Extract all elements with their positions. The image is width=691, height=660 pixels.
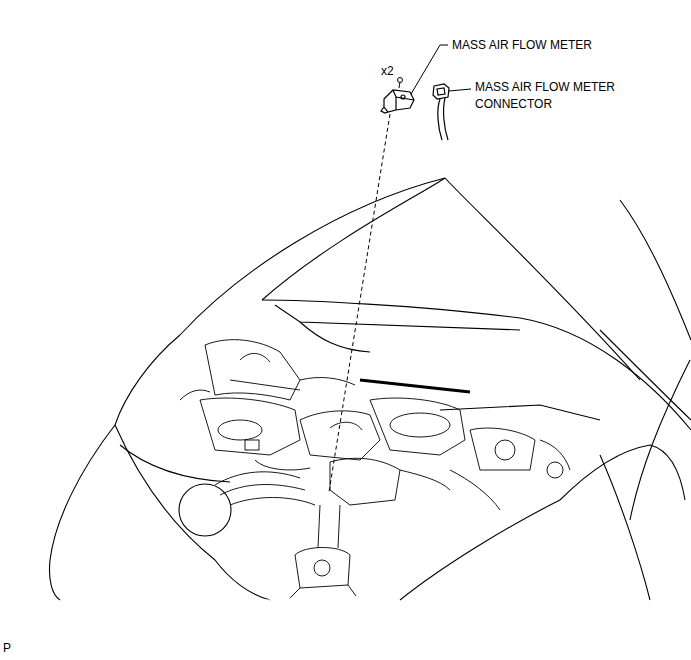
part-label: MASS AIR FLOW METER	[452, 37, 592, 54]
screw-symbol	[398, 78, 403, 89]
quantity-label: x2	[381, 63, 394, 80]
connector-part	[433, 84, 449, 140]
mass-air-flow-meter-part	[381, 90, 414, 113]
location-line	[329, 114, 390, 492]
part-label: MASS AIR FLOW METER CONNECTOR	[475, 79, 647, 113]
vehicle-body	[49, 178, 691, 600]
headlight	[179, 484, 231, 536]
leader-line	[449, 89, 471, 91]
engine-compartment	[180, 340, 570, 598]
page-code: P	[3, 640, 11, 657]
